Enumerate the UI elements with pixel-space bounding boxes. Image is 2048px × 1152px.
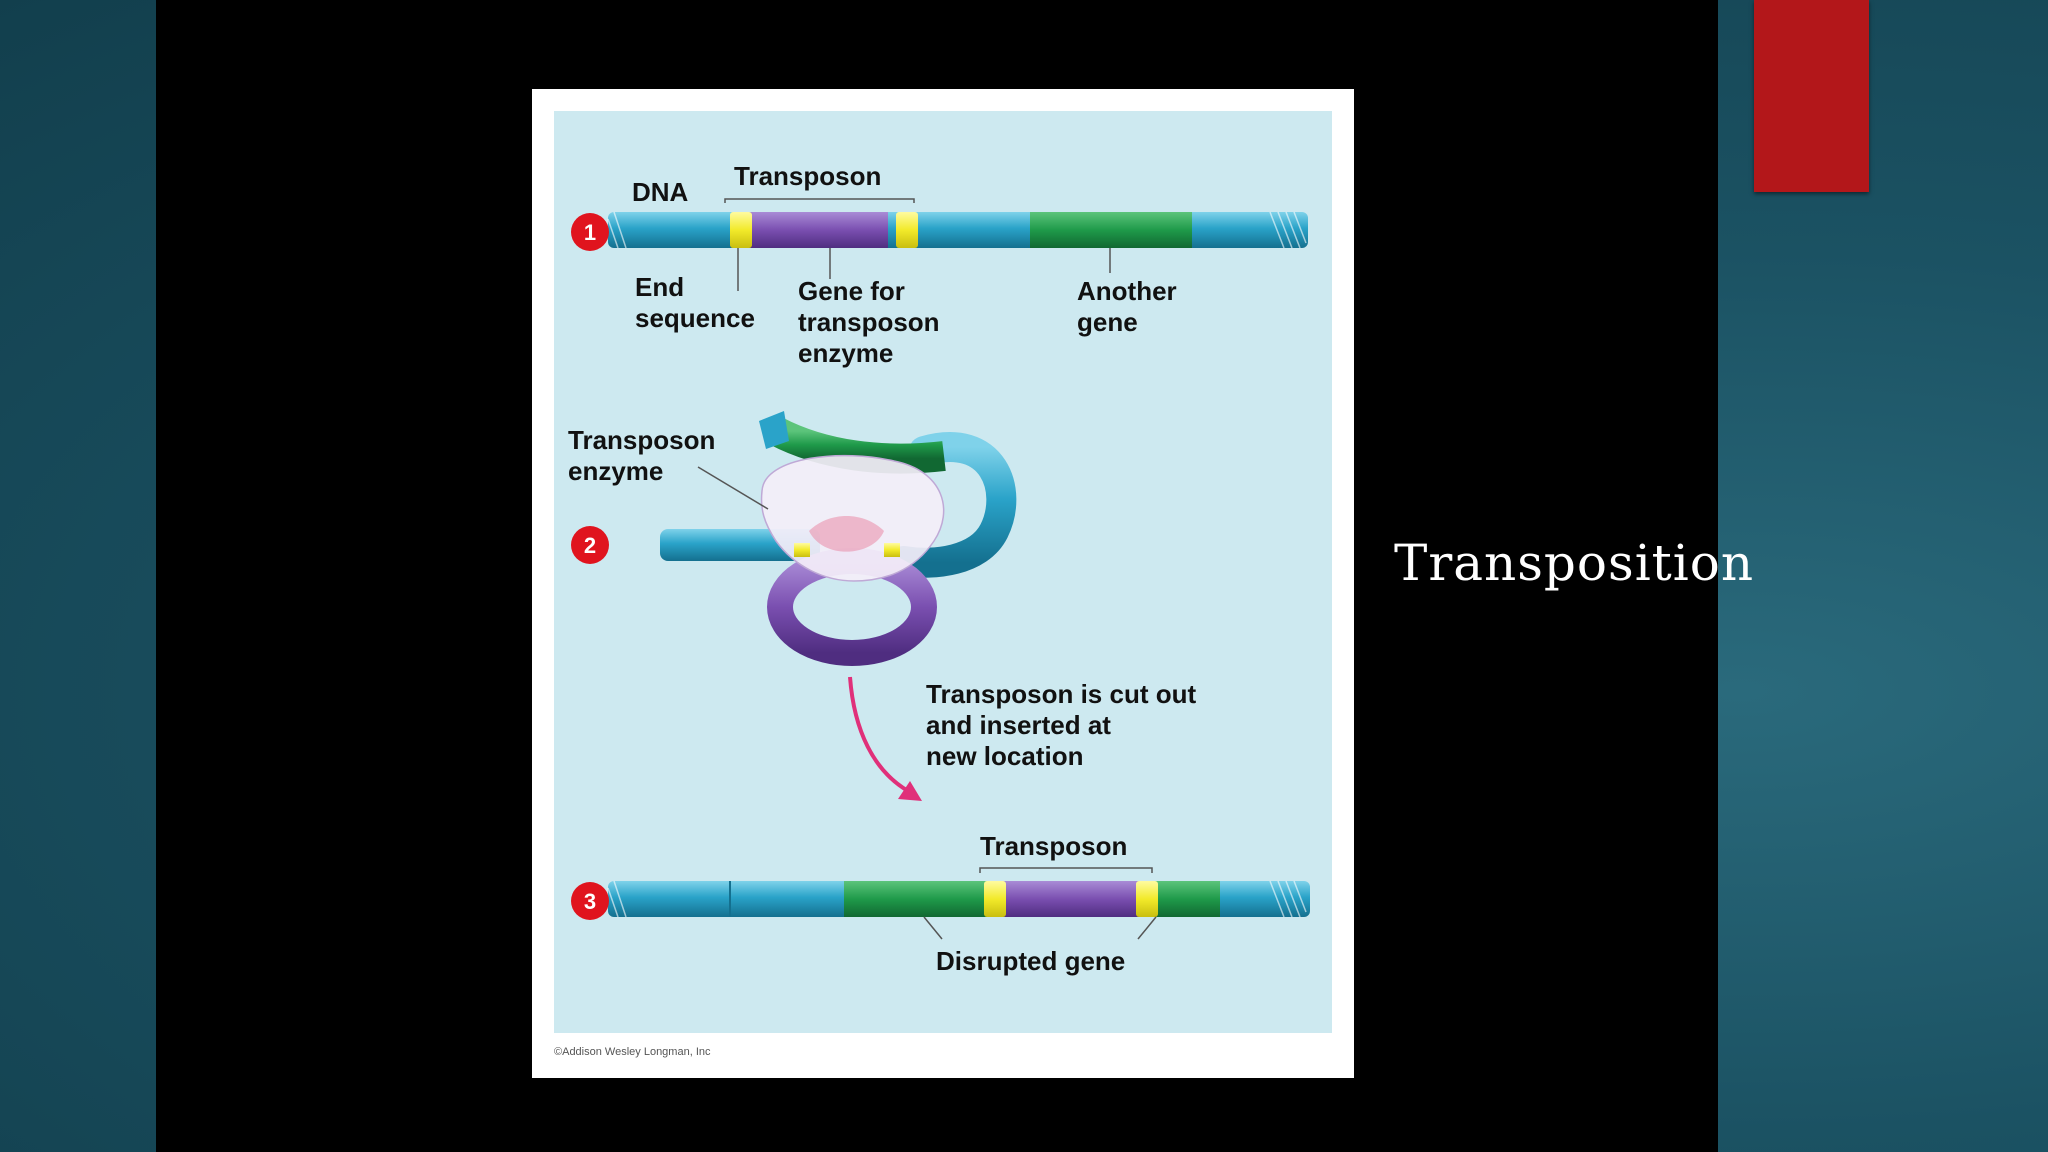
- accent-bar: [1754, 0, 1869, 192]
- transposon-gene-segment: [740, 212, 888, 248]
- end-sequence-left-bound: [794, 543, 810, 557]
- figure-credit: ©Addison Wesley Longman, Inc: [554, 1046, 711, 1058]
- curved-arrow: [848, 676, 910, 793]
- transposition-arrow-group: Transposon is cut out and inserted at ne…: [848, 676, 1196, 801]
- inserted-end-left: [984, 881, 1006, 917]
- inserted-transposon-segment: [994, 881, 1140, 917]
- step-3-number: 3: [584, 889, 596, 914]
- slide: 1 DNA Transposon End sequence Gene for t…: [156, 0, 1753, 1152]
- end-sequence-label-line2: sequence: [635, 303, 755, 333]
- step-marker-1: [571, 213, 609, 251]
- transposon-enzyme-label-line2: enzyme: [568, 456, 663, 486]
- end-sequence-left: [730, 212, 752, 248]
- disrupted-leader-right: [1137, 916, 1157, 940]
- another-gene-segment: [1030, 212, 1192, 248]
- enzyme-leader: [697, 466, 769, 510]
- another-gene-label-line1: Another: [1077, 276, 1177, 306]
- gene-for-label-line2: transposon: [798, 307, 940, 337]
- transposon-label-bottom: Transposon: [980, 831, 1127, 861]
- cut-out-caption-line1: Transposon is cut out: [926, 679, 1196, 709]
- dna-strand-top-end: [759, 411, 789, 449]
- dna-label: DNA: [632, 177, 689, 207]
- dna-end-hatch-step3: [607, 880, 1307, 918]
- dna-segment: [608, 212, 1308, 248]
- cut-out-caption-line3: new location: [926, 741, 1083, 771]
- step-2-number: 2: [584, 533, 596, 558]
- dna-end-hatch: [607, 211, 1307, 249]
- target-gene-arc: [769, 417, 946, 474]
- disrupted-gene-label: Disrupted gene: [936, 946, 1125, 976]
- transposon-bracket-top: [724, 198, 915, 203]
- step-marker-2: [571, 526, 609, 564]
- arrow-head: [898, 781, 922, 801]
- disrupted-leader-left: [923, 916, 943, 940]
- step-marker-3: [571, 882, 609, 920]
- another-gene-label-line2: gene: [1077, 307, 1138, 337]
- inserted-end-right: [1136, 881, 1158, 917]
- transposon-bracket-bottom: [979, 867, 1153, 873]
- step-1-number: 1: [584, 220, 596, 245]
- gene-for-label-line1: Gene for: [798, 276, 905, 306]
- transposition-diagram: 1 DNA Transposon End sequence Gene for t…: [568, 161, 1310, 976]
- transposon-label-top: Transposon: [734, 161, 881, 191]
- dna-strand-step1: 1 DNA Transposon End sequence Gene for t…: [571, 161, 1308, 368]
- cut-out-caption-line2: and inserted at: [926, 710, 1111, 740]
- dna-strand-curl: [889, 432, 1017, 578]
- slide-title: Transposition: [1394, 534, 1755, 592]
- figure-frame: 1 DNA Transposon End sequence Gene for t…: [532, 89, 1354, 1078]
- end-sequence-right-bound: [884, 543, 900, 557]
- enzyme-complex-step2: 2 Transposon: [568, 411, 1017, 666]
- gene-for-label-line3: enzyme: [798, 338, 893, 368]
- end-sequence-right: [896, 212, 918, 248]
- dna-strand-step3: 3 Transposon Disrupted gene: [571, 831, 1310, 976]
- end-sequence-label-line1: End: [635, 272, 684, 302]
- diagram-panel: 1 DNA Transposon End sequence Gene for t…: [554, 111, 1332, 1033]
- enzyme-active-site: [809, 516, 884, 552]
- transposon-enzyme-label-line1: Transposon: [568, 425, 715, 455]
